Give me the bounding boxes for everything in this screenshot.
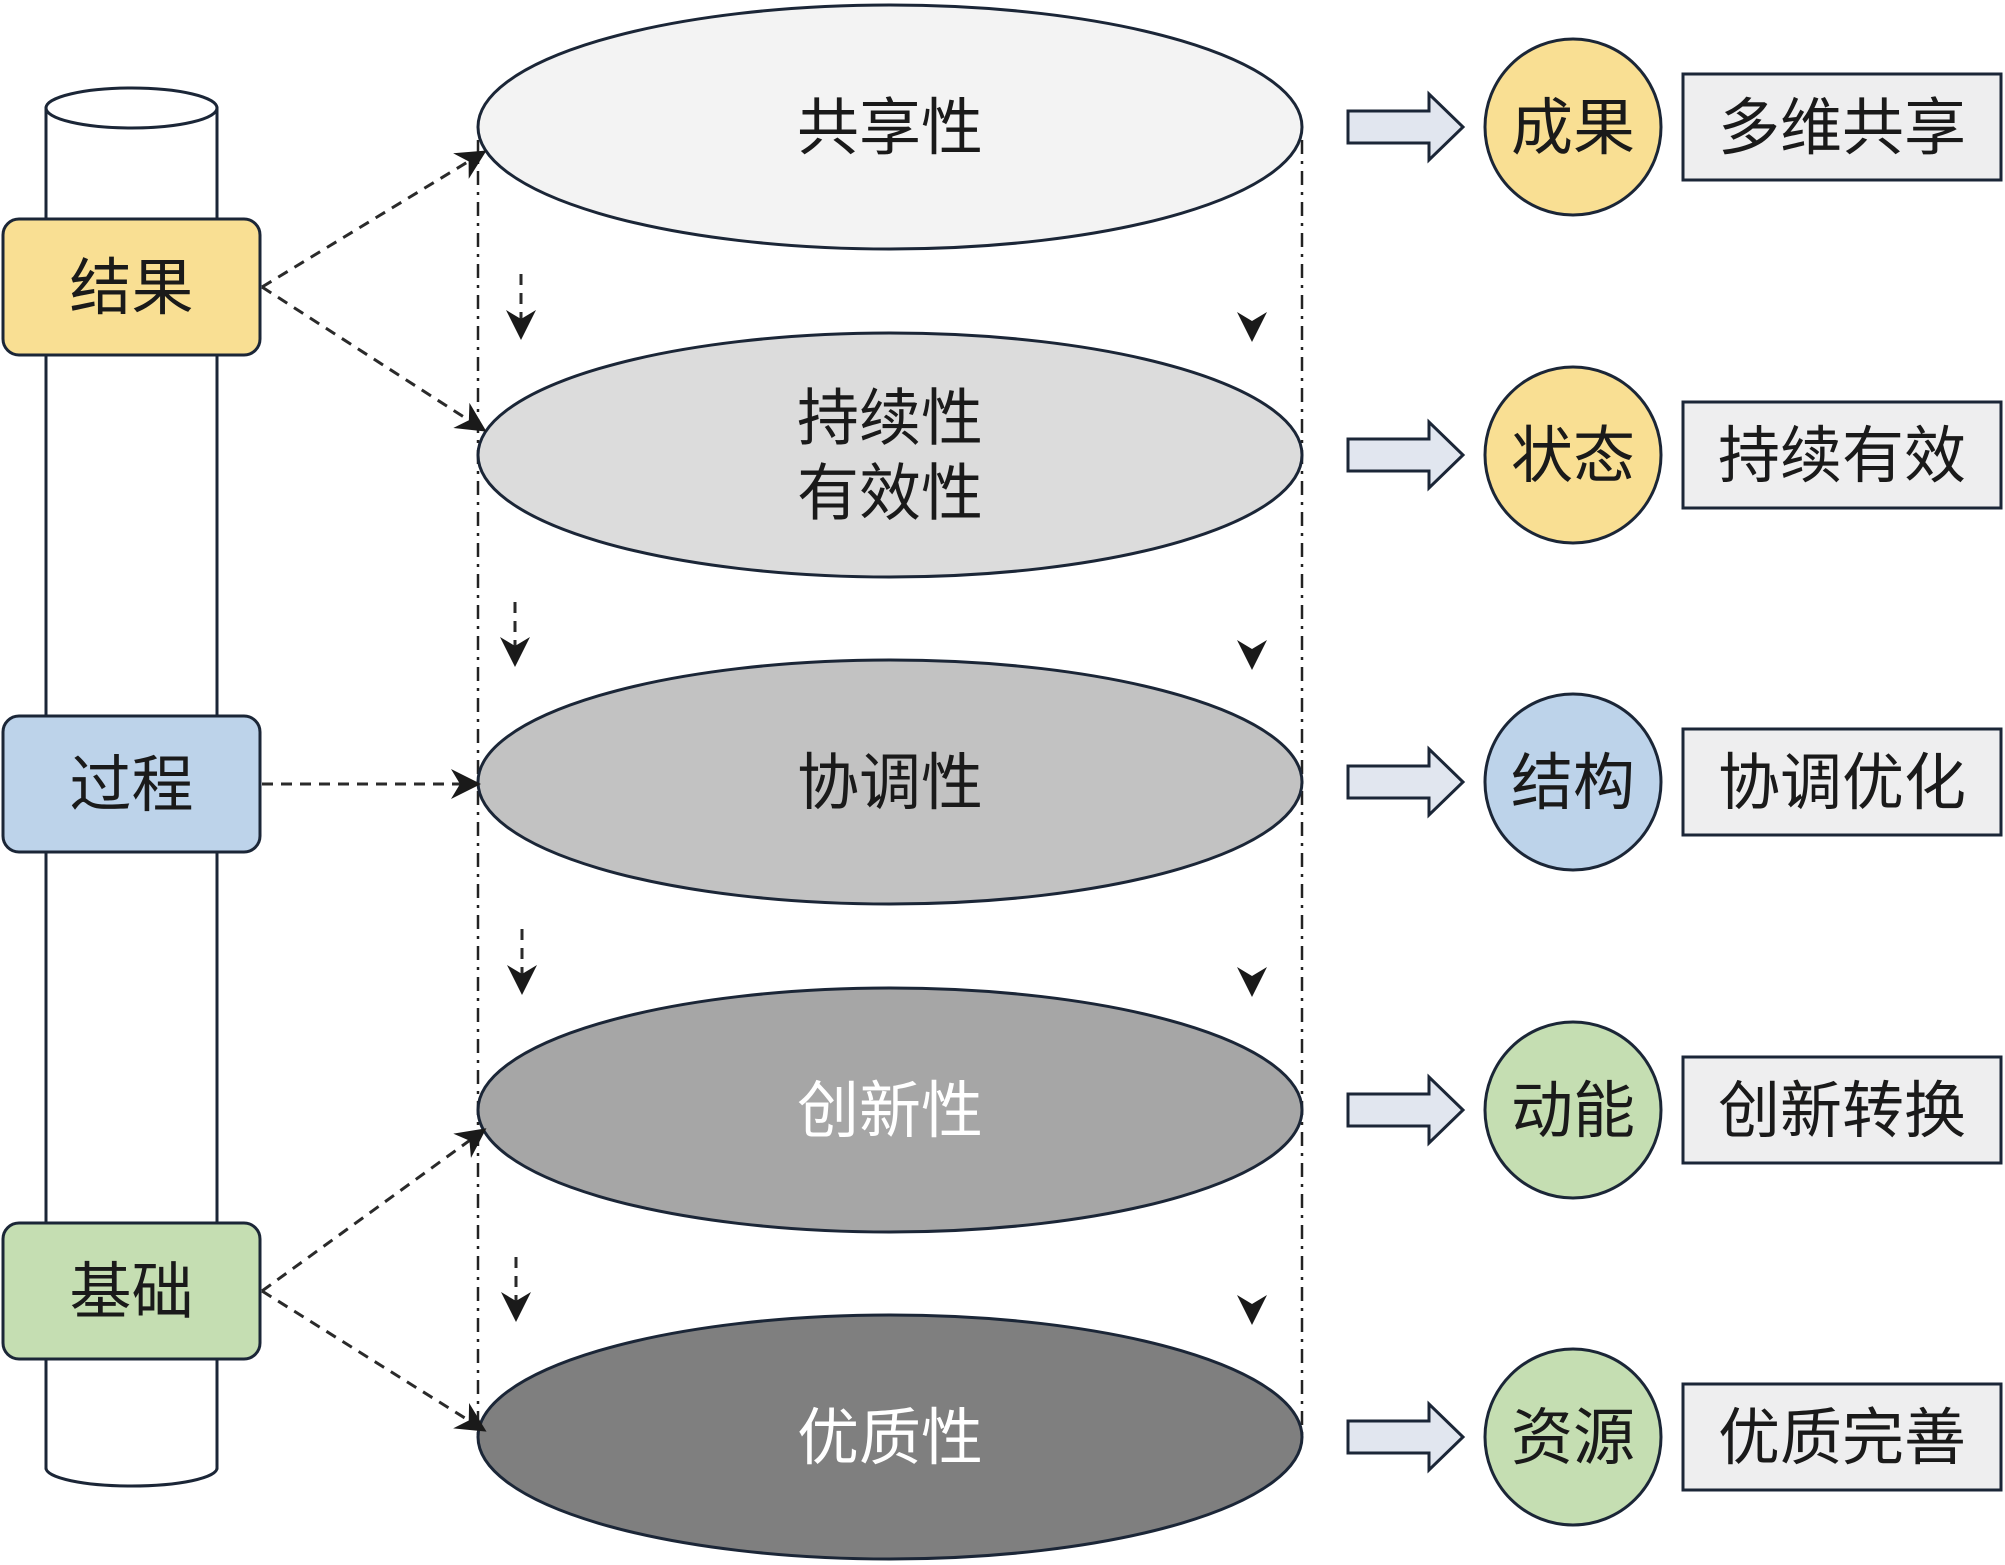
right-item-2: 状态 持续有效 [1346, 365, 2003, 545]
right-item-5: 资源 优质完善 [1346, 1347, 2003, 1527]
category-circle [1483, 37, 1663, 217]
layer-label: 共享性 [797, 91, 983, 164]
result-box-label: 持续有效 [1718, 419, 1966, 492]
pillar-connector-arrow [261, 285, 487, 432]
result-box [1681, 727, 2003, 837]
block-arrow-icon [1346, 1073, 1466, 1147]
layer-label: 创新性 [797, 1074, 983, 1147]
category-circle [1483, 1020, 1663, 1200]
result-box-label: 优质完善 [1718, 1401, 1966, 1474]
pillar-label-text: 过程 [69, 748, 193, 821]
result-box [1681, 1055, 2003, 1165]
pillar-label-box [1, 217, 262, 357]
layer-ellipse [476, 331, 1304, 579]
block-arrow-icon [1346, 90, 1466, 164]
layer-label: 优质性 [797, 1401, 983, 1474]
pillar-label-1: 结果 [1, 217, 262, 357]
category-circle-label: 成果 [1511, 91, 1635, 164]
category-circle [1483, 692, 1663, 872]
layer-3: 协调性 [476, 658, 1304, 906]
pillar-label-text: 基础 [69, 1255, 193, 1328]
category-circle-label: 资源 [1511, 1401, 1635, 1474]
layer-1: 共享性 [476, 3, 1304, 251]
result-box [1681, 1382, 2003, 1492]
category-circle [1483, 1347, 1663, 1527]
category-circle-label: 结构 [1511, 746, 1635, 819]
category-circle-label: 状态 [1511, 419, 1635, 492]
result-box-label: 多维共享 [1718, 91, 1966, 164]
pillar-label-box [1, 1221, 262, 1361]
block-arrow-icon [1346, 418, 1466, 492]
right-item-4: 动能 创新转换 [1346, 1020, 2003, 1200]
pillar-connector-arrow [261, 1289, 487, 1432]
result-box [1681, 72, 2003, 182]
inner-flow-arrows [500, 274, 1267, 1325]
pillar-connector-arrow [261, 150, 487, 289]
pillar-label-text: 结果 [69, 251, 193, 324]
pillar-connector-arrow [261, 1128, 487, 1293]
pillar-bottom-cover [47, 1440, 216, 1468]
pillar-label-3: 基础 [1, 1221, 262, 1361]
result-box-label: 创新转换 [1718, 1074, 1966, 1147]
layer-ellipse [476, 3, 1304, 251]
result-box [1681, 400, 2003, 510]
left-connectors [261, 150, 487, 1432]
block-arrow-icon [1346, 745, 1466, 819]
pillar-label-box [1, 714, 262, 854]
layer-label: 持续性 [797, 382, 983, 455]
result-box-label: 协调优化 [1718, 746, 1966, 819]
category-circle [1483, 365, 1663, 545]
pillar-label-2: 过程 [1, 714, 262, 854]
layer-label: 有效性 [797, 457, 983, 530]
layer-ellipse [476, 986, 1304, 1234]
category-circle-label: 动能 [1511, 1074, 1635, 1147]
layer-5: 优质性 [476, 1313, 1304, 1561]
layer-ellipse [476, 1313, 1304, 1561]
right-item-1: 成果 多维共享 [1346, 37, 2003, 217]
pillar-top [44, 86, 219, 130]
layer-4: 创新性 [476, 986, 1304, 1234]
layer-label: 协调性 [797, 746, 983, 819]
block-arrow-icon [1346, 1400, 1466, 1474]
right-item-3: 结构 协调优化 [1346, 692, 2003, 872]
